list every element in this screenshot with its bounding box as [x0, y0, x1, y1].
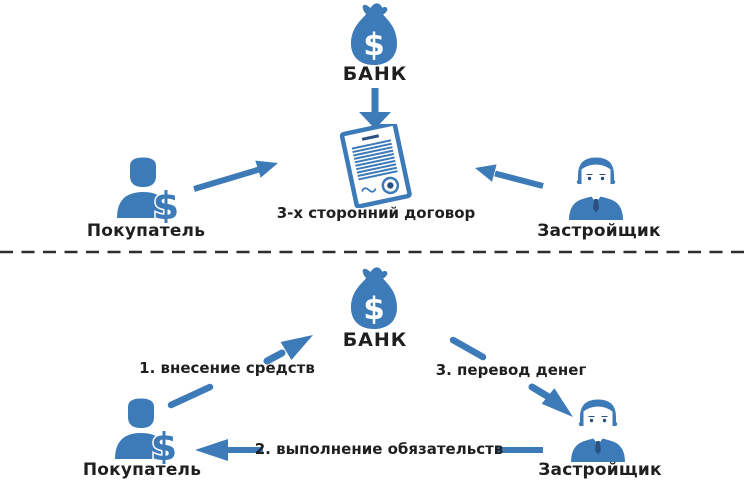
section-divider-dashed-line — [0, 250, 750, 254]
contract-document-icon — [328, 124, 424, 208]
bank-label-bottom: БАНК — [342, 329, 408, 351]
developer-label-top: Застройщик — [537, 221, 661, 241]
arrow-developer-to-contract-icon — [475, 164, 544, 189]
buyer-person-dollar-icon — [114, 398, 180, 464]
step2-label: 2. выполнение обязательств — [254, 440, 504, 458]
bank-label-top: БАНК — [342, 63, 408, 85]
arrow-bank-to-contract-icon — [359, 88, 391, 129]
contract-label: 3-х сторонний договор — [276, 204, 476, 222]
step3-label: 3. перевод денег — [435, 361, 587, 379]
developer-label-bottom: Застройщик — [538, 460, 662, 480]
step1-label: 1. внесение средств — [139, 359, 315, 377]
money-bag-icon — [345, 266, 403, 330]
businessman-icon — [566, 154, 626, 220]
arrow-step1-buyer-to-bank-icon — [167, 335, 313, 409]
arrow-step3-bank-to-developer-icon — [449, 336, 573, 417]
buyer-label-top: Покупатель — [86, 221, 206, 241]
arrow-buyer-to-contract-icon — [193, 160, 278, 192]
businessman-icon — [568, 396, 628, 462]
arrow-step2-developer-to-buyer-icon — [195, 439, 543, 461]
buyer-label-bottom: Покупатель — [82, 460, 202, 480]
buyer-person-dollar-icon — [116, 157, 182, 223]
money-bag-icon — [345, 2, 403, 66]
